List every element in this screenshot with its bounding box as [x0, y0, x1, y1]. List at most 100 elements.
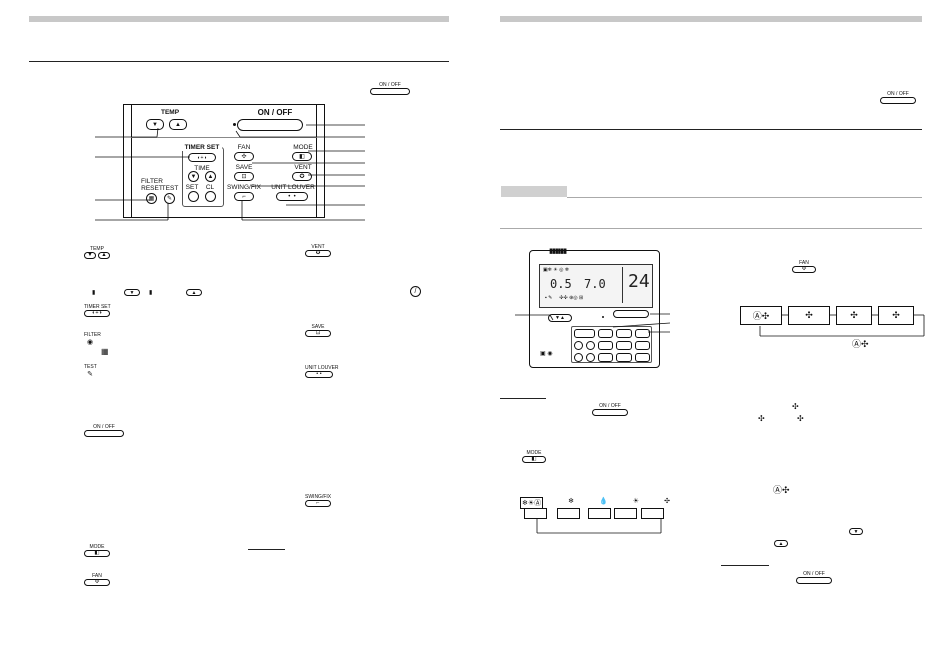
fan-seq-low: ✣ — [878, 306, 914, 325]
onoff-label: ON / OFF — [257, 108, 293, 117]
onoff-inline-icon-2: ON / OFF — [84, 425, 124, 437]
fan-seq-auto: Ⓐ✣ — [740, 306, 782, 325]
onoff-inline-icon: ON / OFF — [370, 83, 410, 95]
temp-button-pair[interactable]: ▼▲ — [548, 314, 572, 322]
save-label: SAVE — [235, 164, 253, 171]
temp-label: TEMP — [160, 109, 180, 116]
reset-label: RESET — [141, 185, 163, 192]
remote-vent-slots: ▮▮▮▮▮▮ — [549, 248, 567, 255]
button-grid — [574, 329, 651, 362]
lcd-display: ▣❄ ☀ ◎ ❄ 0.5 7.0 24 ▪ ✎ ✣✣ ⊕◎ ⊞ — [539, 264, 653, 308]
fan-seq-auto-label: Ⓐ✣ — [752, 311, 770, 321]
cl-label: CL — [205, 184, 215, 191]
swing-fix-inline-icon: SWING/FIX ⌐ — [305, 494, 332, 507]
heading-rule-2 — [500, 228, 922, 229]
temp-mark-icon-2: ▮ — [149, 290, 153, 296]
mode-dry-icon: 💧 — [599, 498, 608, 505]
fan-inline-icon-right: FAN ✣ — [792, 261, 816, 273]
operation-lamp — [233, 123, 236, 126]
down-inline-icon: ▼ — [124, 289, 140, 296]
remote-body — [529, 250, 660, 368]
lamp-dot — [602, 316, 604, 318]
set-button[interactable] — [188, 191, 199, 202]
unit-louver-label: UNIT LOUVER — [271, 184, 315, 191]
filter-reset-button[interactable]: ▦ — [146, 193, 157, 204]
mode-seq-box-5 — [641, 508, 664, 519]
filter-grid-icon: ▦ — [101, 347, 109, 356]
mode-label: MODE — [293, 144, 313, 151]
timer-set-button[interactable]: ◐+◑ — [188, 153, 216, 162]
panel-rail-right — [316, 104, 317, 218]
mode-seq-box-4 — [614, 508, 637, 519]
up-arrow-inline-right: ▲ — [774, 540, 788, 547]
test-inline-icon: TEST ✎ — [84, 364, 97, 379]
lcd-setting-temp: 24 — [628, 271, 650, 292]
shaded-heading-box — [501, 186, 567, 197]
time-up-button[interactable]: ▲ — [205, 171, 216, 182]
mode-seq-return-arrow — [536, 519, 662, 534]
time-down-button[interactable]: ▼ — [188, 171, 199, 182]
onoff-button-right[interactable] — [613, 310, 649, 318]
lcd-bottom-icons: ▪ ✎ ✣✣ ⊕◎ ⊞ — [545, 295, 584, 301]
fan-button[interactable]: ✣ — [234, 152, 254, 161]
set-label: SET — [185, 184, 199, 191]
unit-louver-button[interactable]: • • — [276, 192, 308, 201]
fan-seq-high-label: ✣ — [805, 310, 813, 320]
fan-label: FAN — [237, 144, 251, 151]
fan-auto-note-icon: Ⓐ✣ — [852, 339, 869, 349]
test-button[interactable]: ✎ — [164, 193, 175, 204]
onoff-button[interactable] — [237, 119, 303, 131]
swing-fix-button[interactable]: ⌐ — [234, 192, 254, 201]
heading-rule — [567, 197, 922, 198]
up-inline-icon: ▲ — [186, 289, 202, 296]
unit-louver-inline-icon: UNIT LOUVER • • — [305, 365, 339, 378]
lcd-mode-icons: ▣❄ ☀ ◎ ❄ — [543, 267, 570, 273]
mode-button[interactable]: ◧ — [292, 152, 312, 161]
fan-icon-inline-3: ✣ — [797, 414, 804, 423]
fan-auto-icon-inline: Ⓐ✣ — [773, 485, 790, 495]
mode-seq-box-1 — [524, 508, 547, 519]
timer-set-inline-icon: TIMER SET ◐+◑ — [84, 304, 111, 317]
fan-icon-inline-1: ✣ — [792, 402, 799, 411]
fan-seq-med-label: ✣ — [850, 310, 858, 320]
underline-right-1 — [500, 398, 546, 399]
vent-label: VENT — [294, 164, 312, 171]
lcd-timer-value: 7.0 — [584, 277, 606, 291]
onoff-inline-icon-right-top: ON / OFF — [880, 92, 916, 104]
remote-small-buttons: ▣ ◉ — [540, 351, 553, 357]
mode-cool-icon: ❄ — [568, 498, 575, 505]
callout-lines-left — [95, 124, 365, 221]
header-bar-left — [29, 16, 449, 22]
mode-seq-box-3 — [588, 508, 611, 519]
fan-icon-inline-2: ✣ — [758, 414, 765, 423]
temp-down-button[interactable]: ▼ — [146, 119, 164, 130]
onoff-inline-icon-right-bottom: ON / OFF — [796, 572, 832, 584]
lcd-small-value: 0.5 — [550, 277, 572, 291]
button-group — [571, 326, 652, 363]
panel-rail-left — [131, 104, 132, 218]
underline-right-2 — [721, 565, 769, 566]
fan-seq-high: ✣ — [788, 306, 830, 325]
lcd-divider — [622, 267, 623, 303]
temp-inline-icon: TEMP ▼▲ — [84, 247, 110, 259]
prohibit-icon: / — [410, 286, 421, 297]
fan-seq-low-label: ✣ — [892, 310, 900, 320]
timer-set-label: TIMER SET — [182, 144, 222, 151]
test-label: TEST — [161, 185, 179, 192]
temp-up-button[interactable]: ▲ — [169, 119, 187, 130]
filter-inline-icon: FILTER ◉ — [84, 332, 101, 347]
mode-fan-icon: ✣ — [664, 498, 670, 505]
remote-control-panel — [123, 104, 325, 218]
vent-button[interactable]: ✪ — [292, 172, 312, 181]
swing-fix-label: SWING/FIX — [227, 184, 261, 191]
cl-button[interactable] — [205, 191, 216, 202]
mode-heat-icon: ☀ — [632, 498, 640, 505]
fan-inline-icon: FAN ✣ — [84, 574, 110, 586]
save-button[interactable]: ⊡ — [234, 172, 254, 181]
panel-separator — [131, 137, 317, 138]
mode-inline-icon-right: MODE ◧ — [522, 451, 546, 463]
time-label: TIME — [194, 165, 210, 172]
temp-mark-icon: ▮ — [92, 290, 96, 296]
mode-seq-box-2 — [557, 508, 580, 519]
fan-seq-med: ✣ — [836, 306, 872, 325]
